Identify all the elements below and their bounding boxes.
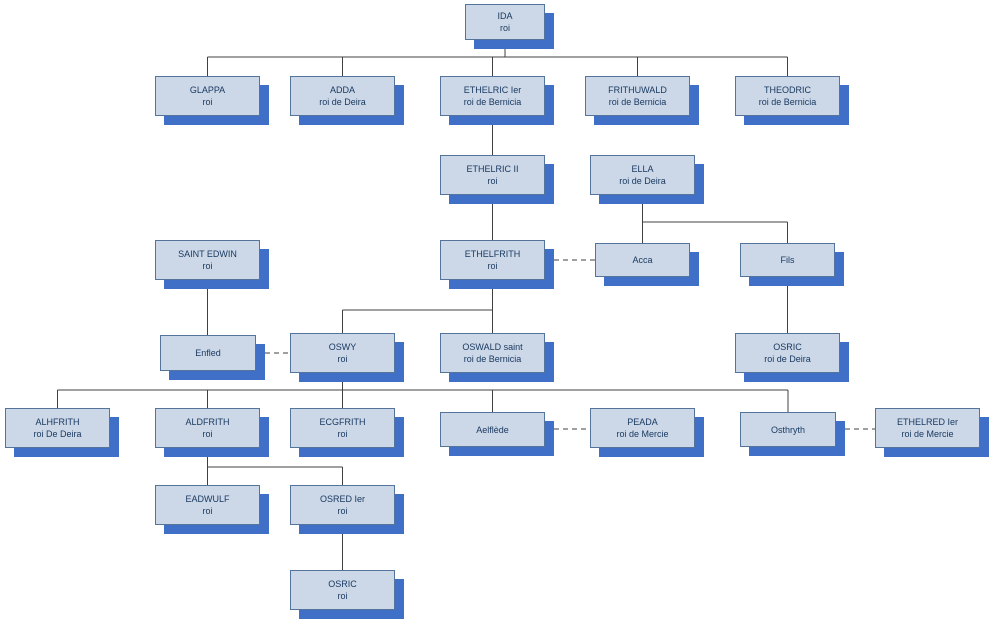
node-ida: IDA roi — [465, 4, 545, 40]
person-title: roi — [487, 261, 498, 271]
node-ella: ELLA roi de Deira — [590, 155, 695, 195]
person-name: ALDFRITH — [185, 417, 230, 427]
node-fils: Fils — [740, 243, 835, 277]
node-saint-edwin: SAINT EDWIN roi — [155, 240, 260, 280]
person-name: OSWALD saint — [462, 342, 523, 352]
person-title: roi — [487, 176, 498, 186]
person-name: FRITHUWALD — [608, 85, 667, 95]
node-osric: OSRIC roi — [290, 570, 395, 610]
person-title: roi de Deira — [619, 176, 666, 186]
person-title: roi — [202, 97, 213, 107]
person-title: roi De Deira — [33, 429, 82, 439]
node-adda: ADDA roi de Deira — [290, 76, 395, 116]
person-name: ADDA — [329, 85, 355, 95]
person-name: Osthryth — [770, 424, 805, 435]
node-ethelric-1: ETHELRIC Ier roi de Bernicia — [440, 76, 545, 116]
person-name: ETHELFRITH — [464, 249, 521, 259]
node-oswald: OSWALD saint roi de Bernicia — [440, 333, 545, 373]
node-enfled: Enfled — [160, 335, 256, 371]
person-title: roi de Bernicia — [463, 97, 522, 107]
solid-connectors — [57, 40, 789, 570]
person-name: Acca — [632, 255, 653, 265]
node-aldfrith: ALDFRITH roi — [155, 408, 260, 448]
person-name: THEODRIC — [764, 85, 811, 95]
node-oswy: OSWY roi — [290, 333, 395, 373]
person-title: roi de Mercie — [616, 429, 669, 439]
node-ethelred: ETHELRED Ier roi de Mercie — [875, 408, 980, 448]
node-osric-deira: OSRIC roi de Deira — [735, 333, 840, 373]
person-name: Enfled — [195, 348, 221, 358]
node-ethelric-2: ETHELRIC II roi — [440, 155, 545, 195]
node-peada: PEADA roi de Mercie — [590, 408, 695, 448]
person-name: OSRIC — [773, 342, 802, 352]
person-title: roi — [202, 429, 213, 439]
person-title: roi de Bernicia — [463, 354, 522, 364]
person-name: ECGFRITH — [319, 417, 366, 427]
person-title: roi — [202, 261, 213, 271]
node-ecgfrith: ECGFRITH roi — [290, 408, 395, 448]
person-title: roi de Bernicia — [758, 97, 817, 107]
person-name: SAINT EDWIN — [178, 249, 237, 259]
person-title: roi de Deira — [319, 97, 366, 107]
person-name: OSRIC — [328, 579, 357, 589]
node-aelflede: Aelflède — [440, 412, 545, 447]
person-name: Aelflède — [476, 424, 509, 435]
person-name: ELLA — [631, 164, 654, 174]
node-ethelfrith: ETHELFRITH roi — [440, 240, 545, 280]
person-title: roi — [337, 429, 348, 439]
person-title: roi de Deira — [764, 354, 811, 364]
person-name: OSWY — [328, 342, 357, 352]
person-name: GLAPPA — [189, 85, 226, 95]
node-alhfrith: ALHFRITH roi De Deira — [5, 408, 110, 448]
person-name: ETHELRED Ier — [896, 417, 958, 427]
node-theodric: THEODRIC roi de Bernicia — [735, 76, 840, 116]
person-name: OSRED Ier — [319, 494, 365, 504]
node-glappa: GLAPPA roi — [155, 76, 260, 116]
person-title: roi de Mercie — [901, 429, 954, 439]
person-name: ETHELRIC Ier — [463, 85, 522, 95]
person-name: ETHELRIC II — [466, 164, 519, 174]
node-frithuwald: FRITHUWALD roi de Bernicia — [585, 76, 690, 116]
node-eadwulf: EADWULF roi — [155, 485, 260, 525]
person-name: Fils — [780, 255, 795, 265]
node-osthryth: Osthryth — [740, 412, 836, 447]
person-name: ALHFRITH — [35, 417, 80, 427]
person-name: PEADA — [627, 417, 658, 427]
person-title: roi — [337, 506, 348, 516]
person-title: roi — [202, 506, 213, 516]
person-title: roi — [499, 23, 510, 33]
node-osred: OSRED Ier roi — [290, 485, 395, 525]
node-acca: Acca — [595, 243, 690, 277]
person-name: IDA — [497, 11, 513, 21]
person-title: roi — [337, 591, 348, 601]
person-name: EADWULF — [185, 494, 230, 504]
person-title: roi — [337, 354, 348, 364]
person-title: roi de Bernicia — [608, 97, 667, 107]
